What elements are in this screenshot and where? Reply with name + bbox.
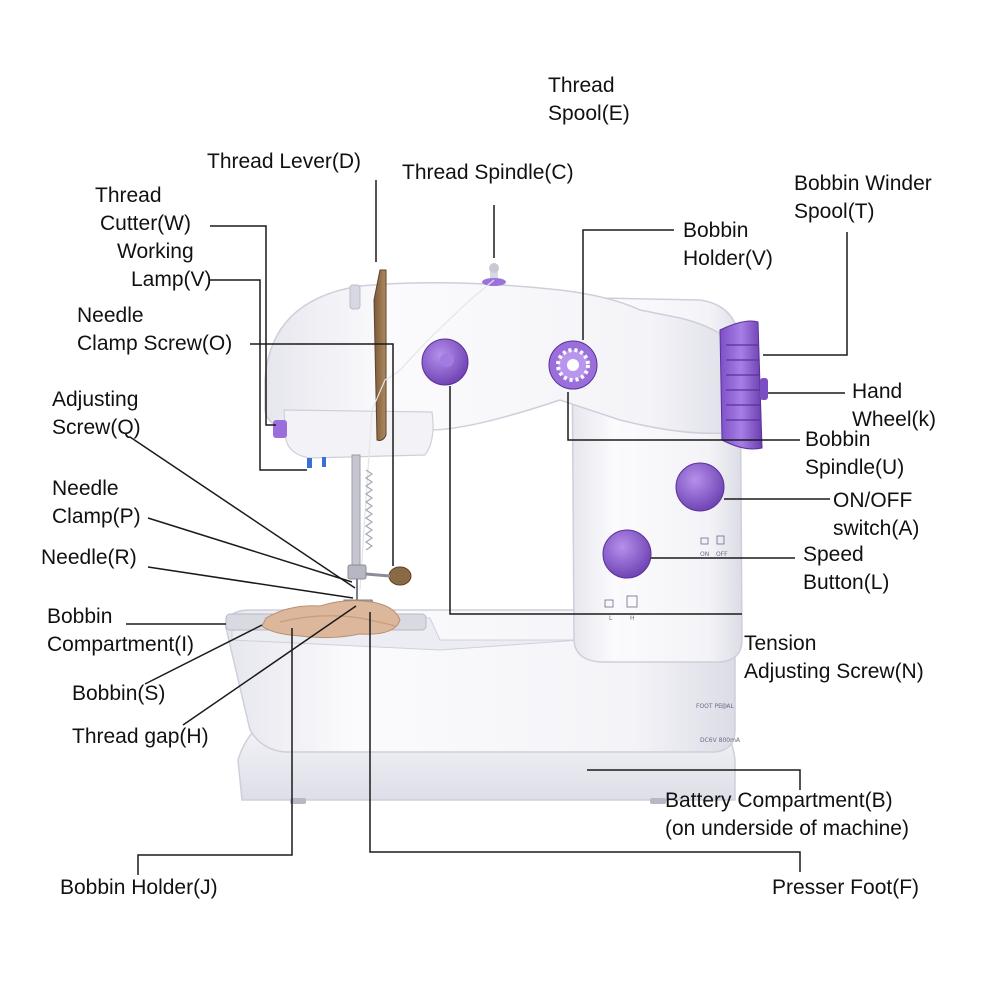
- label-bobbin-holder-v: Bobbin Holder(V): [683, 219, 773, 270]
- label-hand-wheel: Hand Wheel(k): [852, 380, 937, 431]
- leader-bobbin-holder-v: [582, 229, 674, 340]
- speed-high-mark: H: [630, 615, 635, 622]
- label-tension-screw: Tension Adjusting Screw(N): [744, 632, 924, 683]
- label-thread-cutter: Thread Cutter(W): [95, 184, 191, 235]
- label-needle-clamp-screw: Needle Clamp Screw(O): [77, 304, 233, 355]
- label-speed-button: Speed Button(L): [803, 543, 890, 594]
- speed-button-shape: [602, 529, 652, 579]
- foot-pedal-mark: FOOT PEDAL: [696, 703, 734, 710]
- dc-input-mark: DC6V 800mA: [700, 737, 741, 744]
- switch-off-mark: OFF: [716, 551, 728, 558]
- hand-wheel: [719, 320, 763, 450]
- label-battery-compartment: Battery Compartment(B) (on underside of …: [665, 789, 909, 840]
- machine-illustration: ON OFF L H FOOT PEDAL DC6V 800mA: [225, 263, 768, 804]
- label-bobbin-winder-spool: Bobbin Winder Spool(T): [794, 172, 932, 223]
- needle-spring: [364, 469, 374, 551]
- blue-clip: [307, 458, 312, 468]
- leader-bobbin-holder-j: [137, 628, 293, 875]
- label-thread-lever: Thread Lever(D): [207, 150, 362, 173]
- needle-bar: [351, 454, 361, 566]
- on-off-button-shape: [675, 462, 725, 512]
- leader-thread-gap: [182, 605, 357, 726]
- leader-bobbin-winder-spool: [763, 232, 848, 356]
- spindle-collar: [482, 278, 506, 286]
- thread-path: [359, 279, 495, 591]
- top-post: [349, 284, 361, 310]
- leader-bobbin: [144, 624, 263, 685]
- label-needle: Needle(R): [41, 546, 137, 569]
- leader-adjusting-screw: [129, 436, 356, 589]
- leader-needle: [147, 566, 354, 599]
- speed-low-mark: L: [609, 615, 613, 622]
- hand-wheel-ridges: [726, 344, 760, 421]
- label-working-lamp: Working Lamp(V): [117, 240, 212, 291]
- label-on-off-switch: ON/OFF switch(A): [833, 489, 920, 540]
- leader-needle-clamp: [147, 517, 353, 583]
- hand-wheel-knob: [760, 378, 768, 400]
- leader-battery-compartment: [587, 769, 801, 790]
- label-bobbin-holder-j: Bobbin Holder(J): [60, 876, 218, 899]
- label-adjusting-screw: Adjusting Screw(Q): [52, 388, 141, 439]
- clamp-screw: [388, 566, 412, 586]
- blue-clip-2: [322, 457, 326, 467]
- label-thread-gap: Thread gap(H): [72, 725, 209, 748]
- switch-on-mark: ON: [700, 551, 709, 558]
- lamp-housing: [273, 420, 287, 438]
- fabric: [261, 600, 401, 639]
- leader-working-lamp: [210, 279, 307, 471]
- label-thread-spool: Thread Spool(E): [548, 74, 630, 125]
- bobbin-winder-hub: [567, 359, 579, 371]
- leader-needle-clamp-screw: [250, 343, 394, 566]
- needle-clamp: [347, 564, 367, 580]
- label-bobbin-spindle: Bobbin Spindle(U): [805, 428, 905, 479]
- spindle-cap: [489, 263, 499, 273]
- label-needle-clamp: Needle Clamp(P): [52, 477, 141, 528]
- leader-presser-foot: [369, 612, 801, 872]
- leader-lines: [126, 180, 848, 875]
- label-bobbin-compartment: Bobbin Compartment(I): [47, 605, 195, 656]
- machine-head: [283, 409, 434, 459]
- leader-thread-cutter: [210, 225, 276, 426]
- leader-tension-screw: [449, 386, 742, 615]
- label-thread-spindle: Thread Spindle(C): [402, 161, 574, 184]
- label-presser-foot: Presser Foot(F): [772, 876, 920, 899]
- tension-dial-center: [440, 353, 454, 367]
- label-bobbin: Bobbin(S): [72, 682, 166, 705]
- leader-bobbin-spindle: [567, 392, 800, 441]
